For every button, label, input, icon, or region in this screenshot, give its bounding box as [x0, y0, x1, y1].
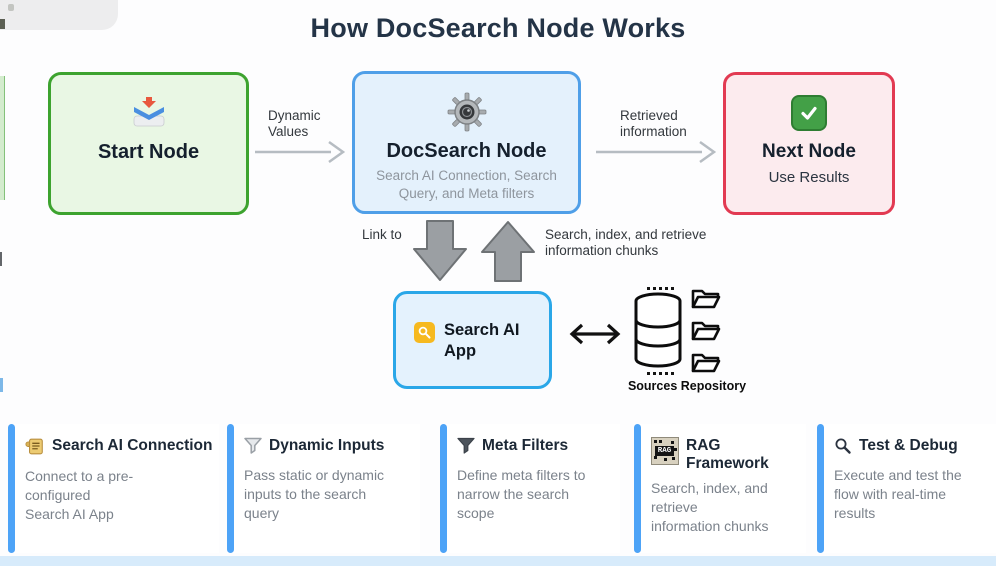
card-accent-bar	[817, 424, 824, 553]
feature-title: Dynamic Inputs	[269, 437, 385, 454]
docsearch-node-subtitle: Search AI Connection, Search Query, and …	[376, 168, 557, 201]
sources-repository-label: Sources Repository	[627, 379, 747, 393]
start-node: Start Node	[48, 72, 249, 215]
next-node-subtitle: Use Results	[768, 169, 850, 186]
magnifier-icon	[835, 438, 851, 454]
card-accent-bar	[634, 424, 641, 553]
docsearch-node-label: DocSearch Node	[386, 140, 547, 162]
corner-artifact-dot	[8, 4, 14, 11]
arrow-right-icon	[596, 140, 717, 164]
feature-title: Meta Filters	[482, 437, 569, 454]
feature-title: RAG Framework	[686, 437, 769, 472]
card-accent-bar	[227, 424, 234, 553]
feature-description: Execute and test the flow with real-time…	[834, 467, 962, 522]
feature-description: Pass static or dynamic inputs to the sea…	[244, 467, 385, 522]
edge-label-search-index: Search, index, and retrieve information …	[545, 227, 707, 259]
feature-card-rag-framework: RAG RAG Framework Search, index, and ret…	[634, 424, 806, 553]
start-node-label: Start Node	[97, 141, 200, 163]
edge-label-link-to: Link to	[362, 227, 402, 242]
search-ai-app-node: Search AI App	[393, 291, 552, 389]
feature-description: Define meta filters to narrow the search…	[457, 467, 586, 522]
search-ai-app-label: Search AI App	[444, 321, 520, 360]
rag-badge-text: RAG	[655, 446, 674, 456]
card-accent-bar	[440, 424, 447, 553]
funnel-filled-icon	[457, 437, 475, 454]
bottom-strip	[0, 556, 996, 566]
cropped-green-node-artifact	[0, 76, 5, 200]
inbox-tray-icon	[51, 93, 246, 133]
check-mark-icon	[726, 93, 892, 133]
corner-artifact	[0, 0, 118, 30]
funnel-outline-icon	[244, 437, 262, 454]
search-app-icon	[414, 322, 435, 343]
feature-title: Test & Debug	[859, 437, 958, 454]
cropped-blue-node-artifact	[0, 378, 3, 392]
feature-card-test-debug: Test & Debug Execute and test the flow w…	[817, 424, 996, 553]
block-arrow-down-icon	[413, 220, 467, 281]
feature-card-meta-filters: Meta Filters Define meta filters to narr…	[440, 424, 620, 553]
block-arrow-up-icon	[481, 221, 535, 282]
feature-title: Search AI Connection	[52, 437, 213, 454]
feature-description: Search, index, and retrieve information …	[651, 479, 769, 534]
feature-card-search-ai-connection: Search AI Connection Connect to a pre- c…	[8, 424, 219, 553]
feature-description: Connect to a pre- configured Search AI A…	[25, 468, 134, 523]
next-node-label: Next Node	[762, 141, 856, 162]
docsearch-node: DocSearch Node Search AI Connection, Sea…	[352, 71, 581, 214]
edge-label-retrieved-information: Retrieved information	[620, 108, 687, 140]
scroll-icon	[25, 438, 43, 455]
edge-artifact-sliver	[0, 252, 2, 266]
double-arrow-icon	[569, 323, 621, 345]
edge-label-dynamic-values: Dynamic Values	[268, 108, 321, 140]
feature-card-dynamic-inputs: Dynamic Inputs Pass static or dynamic in…	[227, 424, 420, 553]
card-accent-bar	[8, 424, 15, 553]
next-node: Next Node Use Results	[723, 72, 895, 215]
rag-badge-icon: RAG	[651, 437, 679, 465]
page-title: How DocSearch Node Works	[310, 13, 686, 43]
gear-icon	[355, 92, 578, 132]
edge-artifact-dark	[0, 19, 5, 29]
database-folders-icon	[634, 287, 721, 375]
arrow-right-icon	[255, 140, 346, 164]
